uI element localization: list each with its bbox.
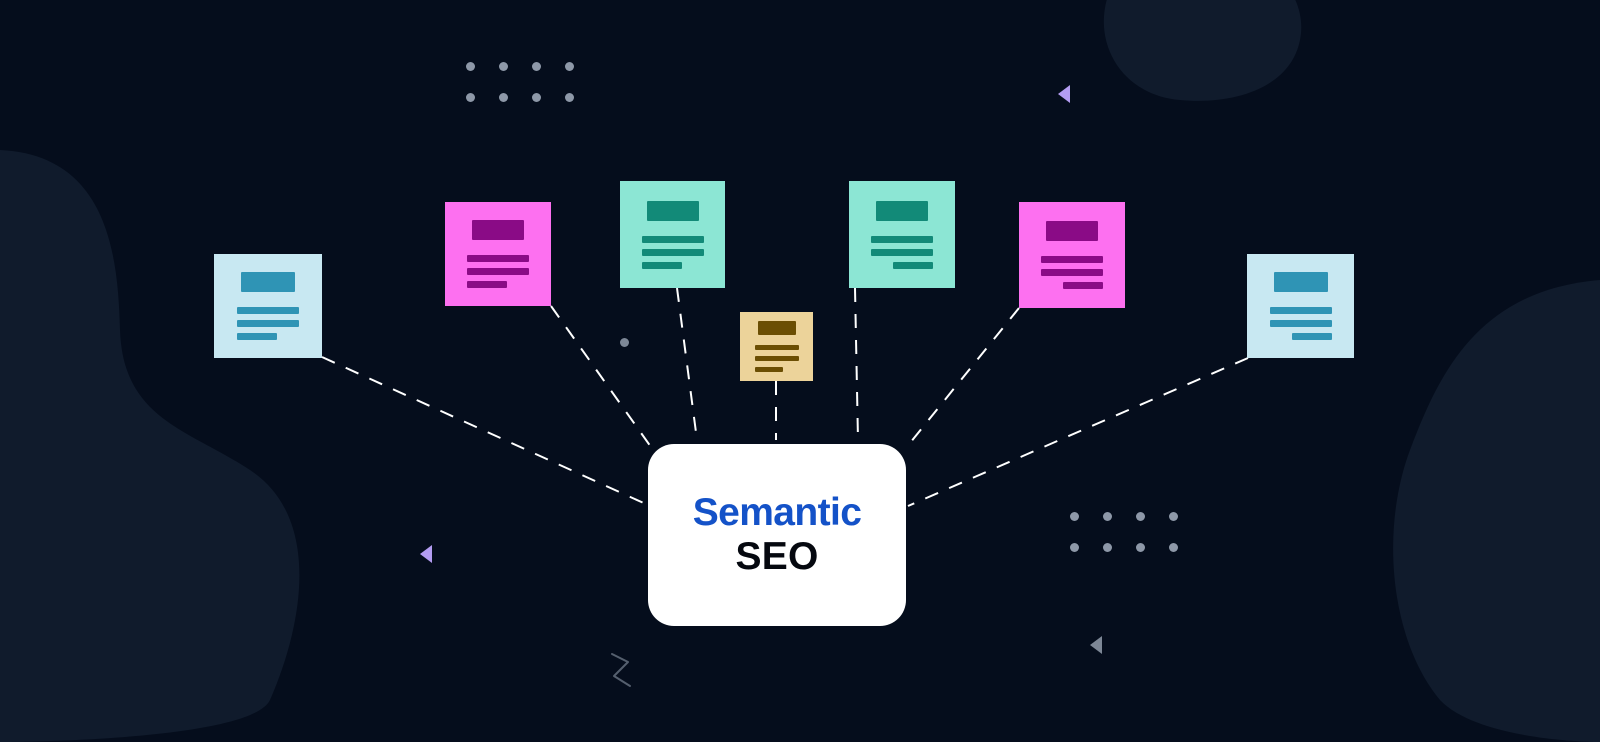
dot-grid-bottom-right bbox=[1070, 512, 1178, 552]
background-blob-2 bbox=[1393, 280, 1600, 742]
decorative-dot bbox=[499, 62, 508, 71]
document-text-line bbox=[1041, 256, 1103, 263]
triangle-purple-bottom-left bbox=[420, 545, 432, 563]
background-blob-1 bbox=[0, 150, 300, 742]
document-title-bar bbox=[241, 272, 295, 292]
decorative-dot bbox=[1136, 543, 1145, 552]
decorative-dot bbox=[466, 93, 475, 102]
document-content bbox=[1247, 272, 1354, 340]
document-text-line bbox=[754, 356, 799, 361]
document-content bbox=[740, 321, 813, 372]
center-node-line-2: SEO bbox=[735, 535, 819, 578]
triangle-purple-top-right bbox=[1058, 85, 1070, 103]
decorative-dot bbox=[565, 62, 574, 71]
decorative-dot bbox=[499, 93, 508, 102]
document-title-bar bbox=[646, 200, 699, 221]
document-text-line bbox=[467, 255, 529, 262]
document-text-line bbox=[641, 235, 704, 243]
dot-grid-top bbox=[466, 62, 574, 102]
document-text-line bbox=[871, 235, 933, 243]
document-card-light-blue-right[interactable] bbox=[1247, 254, 1354, 358]
decorative-dot bbox=[620, 338, 629, 347]
document-content bbox=[620, 200, 725, 269]
document-card-mint-right[interactable] bbox=[849, 181, 955, 288]
squiggle-zigzag bbox=[611, 653, 631, 687]
document-title-bar bbox=[1046, 221, 1098, 241]
triangle-gray-bottom-right bbox=[1090, 636, 1102, 654]
center-node-line-1: Semantic bbox=[692, 491, 862, 535]
document-text-line bbox=[754, 345, 799, 350]
decorative-dot bbox=[532, 93, 541, 102]
center-node-semantic-seo[interactable]: Semantic SEO bbox=[648, 444, 906, 626]
document-card-mint-left[interactable] bbox=[620, 181, 725, 288]
decorative-dot bbox=[532, 62, 541, 71]
document-card-light-blue-left[interactable] bbox=[214, 254, 322, 358]
document-content bbox=[214, 272, 322, 340]
document-text-line bbox=[754, 367, 783, 372]
document-title-bar bbox=[757, 321, 796, 335]
document-text-line bbox=[641, 248, 704, 256]
document-card-pink-left[interactable] bbox=[445, 202, 551, 306]
decorative-dot bbox=[1169, 512, 1178, 521]
decorative-dot bbox=[466, 62, 475, 71]
decorative-dot bbox=[1136, 512, 1145, 521]
decorative-dot bbox=[1070, 512, 1079, 521]
document-content bbox=[1019, 221, 1125, 289]
decorative-dot bbox=[1103, 543, 1112, 552]
document-card-tan-center[interactable] bbox=[740, 312, 813, 381]
decorative-dot bbox=[1169, 543, 1178, 552]
document-text-line bbox=[1269, 320, 1332, 327]
document-title-bar bbox=[1273, 272, 1328, 292]
document-text-line bbox=[237, 333, 277, 340]
document-title-bar bbox=[876, 200, 928, 221]
connector-doc-6 bbox=[905, 307, 1020, 449]
document-content bbox=[445, 220, 551, 288]
document-card-pink-right[interactable] bbox=[1019, 202, 1125, 308]
document-text-line bbox=[1041, 269, 1103, 276]
document-text-line bbox=[467, 281, 507, 288]
document-text-line bbox=[467, 268, 529, 275]
connector-doc-7 bbox=[907, 357, 1249, 507]
document-text-line bbox=[237, 320, 299, 327]
document-text-line bbox=[1291, 333, 1332, 340]
decorative-dot bbox=[565, 93, 574, 102]
document-text-line bbox=[893, 261, 933, 269]
document-text-line bbox=[1269, 307, 1332, 314]
decorative-dot bbox=[1103, 512, 1112, 521]
document-title-bar bbox=[472, 220, 524, 240]
document-content bbox=[849, 200, 955, 269]
connector-doc-1 bbox=[321, 356, 649, 506]
document-text-line bbox=[871, 248, 933, 256]
background-blob-3 bbox=[1103, 0, 1302, 101]
document-text-line bbox=[1063, 282, 1103, 289]
document-text-line bbox=[641, 261, 682, 269]
connector-doc-2 bbox=[550, 305, 652, 448]
decorative-dot bbox=[1070, 543, 1079, 552]
document-text-line bbox=[237, 307, 299, 314]
